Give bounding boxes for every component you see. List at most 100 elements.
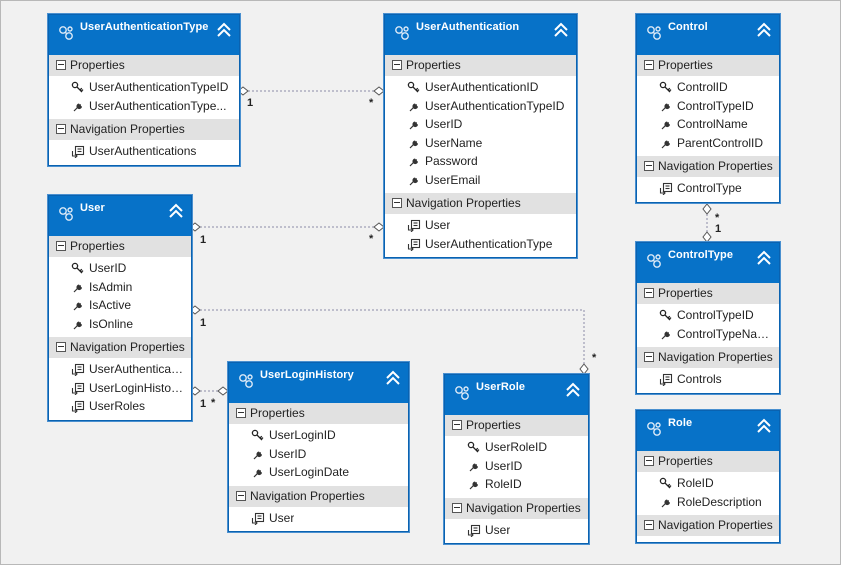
navigation-section-header[interactable]: Navigation Properties <box>637 156 779 177</box>
wrench-property-icon <box>659 137 673 150</box>
collapse-chevrons-icon[interactable] <box>167 202 185 220</box>
properties-section-header[interactable]: Properties <box>49 236 191 257</box>
navigation-property-row[interactable]: User <box>385 216 576 235</box>
collapse-toggle-icon[interactable] <box>236 490 246 501</box>
properties-section-header[interactable]: Properties <box>637 283 779 304</box>
collapse-chevrons-icon[interactable] <box>384 369 402 387</box>
properties-section-header[interactable]: Properties <box>385 55 576 76</box>
properties-section-header[interactable]: Properties <box>445 415 588 436</box>
properties-section-header[interactable]: Properties <box>637 55 779 76</box>
collapse-chevrons-icon[interactable] <box>564 381 582 399</box>
entity-header[interactable]: UserAuthentication <box>385 15 576 55</box>
collapse-toggle-icon[interactable] <box>452 502 462 513</box>
entity-header[interactable]: User <box>49 196 191 236</box>
property-row[interactable]: IsActive <box>49 296 191 315</box>
collapse-toggle-icon[interactable] <box>236 408 246 418</box>
entity-header[interactable]: Role <box>637 411 779 451</box>
navigation-property-row[interactable]: ControlType <box>637 179 779 198</box>
multiplicity-label: * <box>211 397 216 409</box>
collapse-chevrons-icon[interactable] <box>215 21 233 39</box>
property-row[interactable]: ControlTypeID <box>637 97 779 116</box>
navigation-section-header[interactable]: Navigation Properties <box>229 485 408 507</box>
navigation-section-header[interactable]: Navigation Properties <box>637 515 779 536</box>
navigation-property-row[interactable]: UserAuthenticationType <box>385 235 576 254</box>
property-row[interactable]: IsOnline <box>49 315 191 334</box>
entity-header[interactable]: UserAuthenticationType <box>49 15 239 55</box>
property-row[interactable]: ControlTypeID <box>637 306 779 325</box>
property-row[interactable]: UserID <box>445 457 588 476</box>
property-row[interactable]: UserAuthenticationTypeID <box>385 97 576 116</box>
property-row[interactable]: UserAuthenticationType... <box>49 97 239 116</box>
property-row[interactable]: ControlName <box>637 115 779 134</box>
property-row[interactable]: UserRoleID <box>445 438 588 457</box>
property-row[interactable]: UserLoginDate <box>229 463 408 482</box>
navigation-section-header[interactable]: Navigation Properties <box>637 347 779 368</box>
properties-section-header[interactable]: Properties <box>637 451 779 472</box>
collapse-toggle-icon[interactable] <box>644 352 654 362</box>
entity-header[interactable]: Control <box>637 15 779 55</box>
property-row[interactable]: RoleID <box>445 475 588 494</box>
property-row[interactable]: UserLoginID <box>229 426 408 445</box>
property-row[interactable]: UserAuthenticationID <box>385 78 576 97</box>
property-row[interactable]: IsAdmin <box>49 278 191 297</box>
collapse-chevrons-icon[interactable] <box>755 417 773 435</box>
entity-header[interactable]: ControlType <box>637 243 779 283</box>
collapse-toggle-icon[interactable] <box>644 456 654 466</box>
navigation-property-icon <box>71 400 85 414</box>
collapse-toggle-icon[interactable] <box>392 198 402 208</box>
property-row[interactable]: RoleDescription <box>637 493 779 512</box>
collapse-toggle-icon[interactable] <box>644 288 654 298</box>
entity-header[interactable]: UserRole <box>445 375 588 415</box>
property-row[interactable]: ControlID <box>637 78 779 97</box>
collapse-toggle-icon[interactable] <box>644 161 654 171</box>
collapse-toggle-icon[interactable] <box>56 342 66 352</box>
collapse-chevrons-icon[interactable] <box>755 249 773 267</box>
collapse-toggle-icon[interactable] <box>644 60 654 70</box>
properties-section-header[interactable]: Properties <box>229 403 408 424</box>
collapse-chevrons-icon[interactable] <box>755 21 773 39</box>
navigation-section-header[interactable]: Navigation Properties <box>385 193 576 214</box>
collapse-toggle-icon[interactable] <box>56 124 66 134</box>
navigation-section-header[interactable]: Navigation Properties <box>49 337 191 358</box>
collapse-toggle-icon[interactable] <box>644 520 654 530</box>
navigation-property-row[interactable]: User <box>445 521 588 540</box>
navigation-property-row[interactable]: UserRoles <box>49 397 191 416</box>
property-row[interactable]: ParentControlID <box>637 134 779 153</box>
navigation-property-row[interactable]: UserAuthentications <box>49 142 239 161</box>
property-row[interactable]: UserName <box>385 134 576 153</box>
navigation-section-header[interactable]: Navigation Properties <box>49 119 239 140</box>
navigation-property-row[interactable]: Controls <box>637 370 779 389</box>
property-row[interactable]: UserID <box>49 259 191 278</box>
multiplicity-label: 1 <box>200 317 207 329</box>
collapse-toggle-icon[interactable] <box>56 60 66 70</box>
entity-header[interactable]: UserLoginHistory <box>229 363 408 403</box>
navigation-property-row[interactable]: UserLoginHistori... <box>49 379 191 398</box>
navigation-property-row[interactable]: User <box>229 509 408 528</box>
collapse-toggle-icon[interactable] <box>392 60 402 70</box>
property-row[interactable]: UserID <box>229 445 408 464</box>
property-row[interactable]: ControlTypeName <box>637 325 779 344</box>
property-row[interactable]: UserAuthenticationTypeID <box>49 78 239 97</box>
properties-section-header[interactable]: Properties <box>49 55 239 76</box>
row-label: UserAuthenticati... <box>89 362 185 376</box>
navigation-section-header[interactable]: Navigation Properties <box>445 497 588 519</box>
property-row[interactable]: Password <box>385 152 576 171</box>
property-row[interactable]: UserEmail <box>385 171 576 190</box>
property-row[interactable]: RoleID <box>637 474 779 493</box>
multiplicity-label: * <box>715 212 720 224</box>
property-row[interactable]: UserID <box>385 115 576 134</box>
collapse-chevrons-icon[interactable] <box>552 21 570 39</box>
collapse-toggle-icon[interactable] <box>56 241 66 251</box>
collapse-toggle-icon[interactable] <box>452 420 462 430</box>
navigation-property-row[interactable]: UserAuthenticati... <box>49 360 191 379</box>
entity-icon <box>57 205 75 223</box>
